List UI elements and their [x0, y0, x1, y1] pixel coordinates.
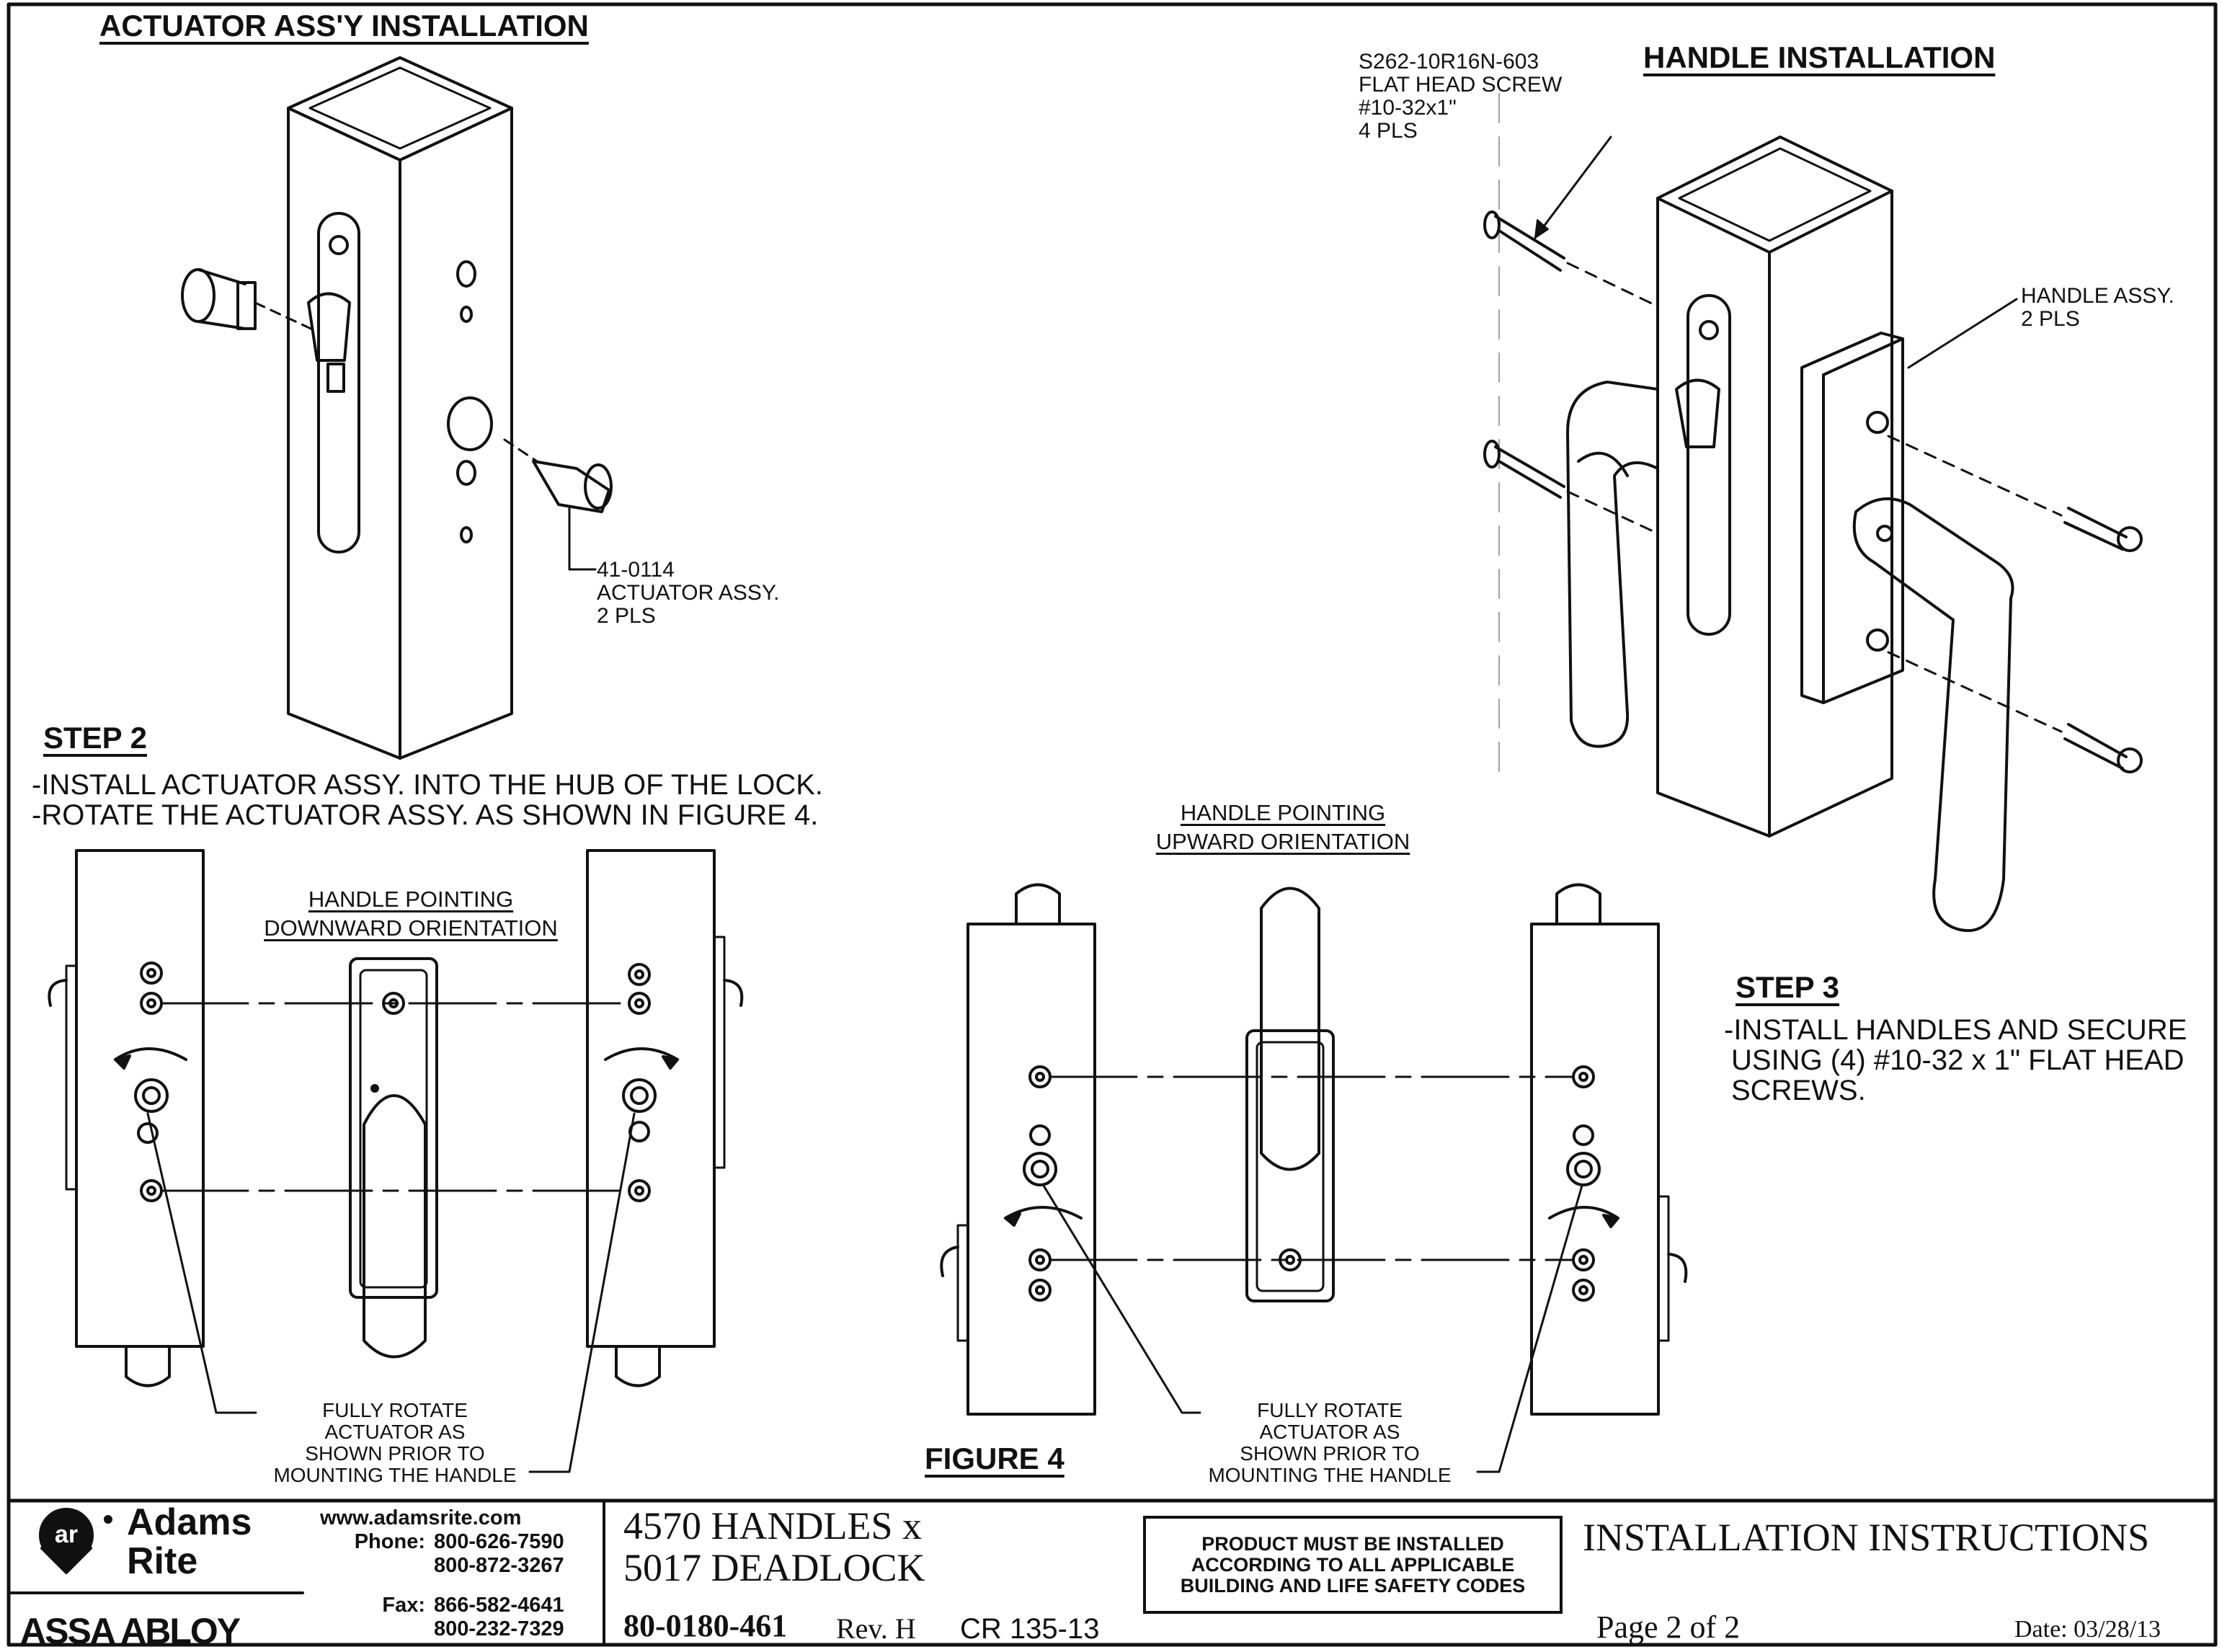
upward-label-line-1: HANDLE POINTING [1180, 800, 1386, 825]
upward-label-line-2: UPWARD ORIENTATION [1155, 829, 1410, 854]
actuator-part-name: ACTUATOR ASSY. [597, 581, 780, 605]
screw-callout-leader [1534, 136, 1612, 239]
step-2-line-2: -ROTATE THE ACTUATOR ASSY. AS SHOWN IN F… [32, 799, 819, 831]
revision-date: Date: 03/28/13 [2014, 1616, 2161, 1643]
handle-assy-callout: HANDLE ASSY. 2 PLS [2021, 285, 2174, 331]
change-record: CR 135-13 [960, 1613, 1100, 1645]
fig4-left-lock-body-2 [586, 849, 744, 1387]
rotate-note-right-line-3: SHOWN PRIOR TO [1240, 1442, 1420, 1465]
step-3-line-1: -INSTALL HANDLES AND SECURE [1724, 1014, 2187, 1046]
warning-line-2: ACCORDING TO ALL APPLICABLE [1191, 1553, 1515, 1576]
handle-lock-post [1656, 136, 1893, 838]
screw-part-number: S262-10R16N-603 [1359, 50, 1539, 74]
parent-brand: ASSA ABLOY [20, 1611, 241, 1651]
actuator-cylinder-right [503, 438, 613, 513]
rotate-note-left: FULLY ROTATE ACTUATOR AS SHOWN PRIOR TO … [265, 1400, 525, 1486]
brand-name: Adams Rite [127, 1503, 252, 1581]
rotate-note-left-line-1: FULLY ROTATE [322, 1399, 468, 1421]
handle-callout-leader [1907, 298, 2018, 369]
logo-letters: ar [55, 1521, 78, 1548]
fig4-right-note-leader-b [1476, 1184, 1583, 1473]
document-title: INSTALLATION INSTRUCTIONS [1583, 1516, 2150, 1559]
figure-4-label: FIGURE 4 [925, 1442, 1065, 1475]
fig4-right-handle-up [1245, 887, 1335, 1302]
screw-size: #10-32x1" [1359, 96, 1457, 120]
adams-rite-logo [39, 1508, 112, 1574]
rotate-note-right-line-4: MOUNTING THE HANDLE [1208, 1464, 1452, 1486]
rotate-note-right: FULLY ROTATE ACTUATOR AS SHOWN PRIOR TO … [1200, 1400, 1459, 1486]
fig4-left-note-leader-b [528, 1112, 636, 1473]
screw-quantity: 4 PLS [1359, 119, 1418, 143]
fax-2: 800-232-7329 [434, 1617, 564, 1640]
screw-type: FLAT HEAD SCREW [1359, 73, 1563, 97]
actuator-callout-leader [568, 507, 597, 571]
safety-code-warning: PRODUCT MUST BE INSTALLED ACCORDING TO A… [1143, 1516, 1563, 1614]
fig4-left-note-leader-a [146, 1112, 257, 1414]
rotate-note-right-line-1: FULLY ROTATE [1257, 1399, 1403, 1421]
rotate-note-left-line-4: MOUNTING THE HANDLE [273, 1464, 517, 1486]
actuator-quantity: 2 PLS [597, 604, 656, 628]
product-line-1: 4570 HANDLES x [623, 1504, 922, 1547]
product-description: 4570 HANDLES x 5017 DEADLOCK [623, 1505, 925, 1589]
brand-line-2: Rite [127, 1540, 198, 1582]
fig4-left-lock-body [48, 849, 205, 1387]
revision: Rev. H [836, 1612, 916, 1645]
fig4-right-lock-body-2 [1530, 883, 1688, 1416]
rotate-note-left-line-2: ACTUATOR AS [324, 1421, 466, 1443]
actuator-callout: 41-0114 ACTUATOR ASSY. 2 PLS [597, 559, 779, 628]
screw-callout: S262-10R16N-603 FLAT HEAD SCREW #10-32x1… [1359, 50, 1562, 143]
step-2-line-1: -INSTALL ACTUATOR ASSY. INTO THE HUB OF … [32, 769, 824, 801]
fax-label: Fax: [382, 1594, 425, 1617]
phone-label: Phone: [354, 1530, 425, 1553]
downward-label-line-1: HANDLE POINTING [308, 887, 514, 912]
rotate-note-left-line-3: SHOWN PRIOR TO [305, 1442, 485, 1465]
actuator-cylinder-left [181, 268, 319, 333]
step-2-heading: STEP 2 [43, 721, 147, 755]
actuator-section-title: ACTUATOR ASS'Y INSTALLATION [99, 9, 589, 43]
handle-assy-quantity: 2 PLS [2021, 307, 2080, 331]
screw-callout-arrowhead [1534, 219, 1549, 239]
product-line-2: 5017 DEADLOCK [623, 1546, 925, 1589]
handle-assy-name: HANDLE ASSY. [2021, 284, 2174, 308]
handle-section-title: HANDLE INSTALLATION [1643, 40, 1996, 74]
phone-1: 800-626-7590 [434, 1530, 564, 1553]
page-indicator: Page 2 of 2 [1596, 1609, 1741, 1645]
rotate-note-right-line-2: ACTUATOR AS [1259, 1421, 1400, 1443]
phone-2: 800-872-3267 [434, 1554, 564, 1577]
warning-line-1: PRODUCT MUST BE INSTALLED [1201, 1532, 1504, 1555]
step-3-line-3: SCREWS. [1731, 1075, 1866, 1106]
website[interactable]: www.adamsrite.com [320, 1506, 522, 1529]
contact-info: www.adamsrite.com Phone: 800-626-7590 800… [317, 1506, 564, 1641]
sheet-border [6, 2, 2218, 1647]
handle-assy-right [1800, 332, 2014, 933]
fig4-right-lock-body [940, 883, 1096, 1416]
downward-orientation-label: HANDLE POINTING DOWNWARD ORIENTATION [252, 885, 569, 943]
actuator-lock-post [287, 56, 513, 760]
fig4-right-note-leader-a [1042, 1184, 1201, 1414]
actuator-part-number: 41-0114 [597, 558, 675, 582]
part-number: 80-0180-461 [623, 1608, 788, 1643]
downward-label-line-2: DOWNWARD ORIENTATION [264, 915, 558, 941]
fig4-left-handle-down [349, 957, 438, 1359]
step-3-heading: STEP 3 [1736, 970, 1839, 1004]
step-3-line-2: USING (4) #10-32 x 1" FLAT HEAD [1731, 1044, 2185, 1076]
step-2-instructions: -INSTALL ACTUATOR ASSY. INTO THE HUB OF … [32, 770, 823, 830]
warning-line-3: BUILDING AND LIFE SAFETY CODES [1180, 1574, 1526, 1597]
flat-head-screws [1483, 210, 2143, 773]
fax-1: 866-582-4641 [434, 1594, 564, 1617]
handle-assy-left [1566, 381, 1659, 748]
step-3-instructions: -INSTALL HANDLES AND SECURE USING (4) #1… [1724, 1015, 2187, 1106]
upward-orientation-label: HANDLE POINTING UPWARD ORIENTATION [1139, 799, 1427, 856]
brand-line-1: Adams [127, 1501, 252, 1543]
